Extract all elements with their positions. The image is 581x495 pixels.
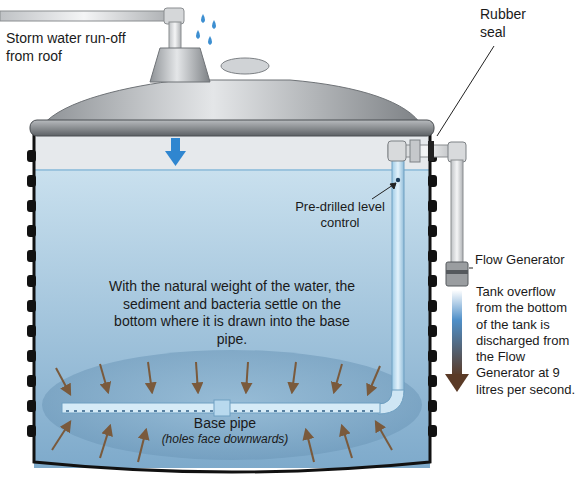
inflow-label: Storm water run-off from roof	[6, 30, 156, 65]
tank-rim	[30, 120, 434, 136]
pipe-elbow	[388, 141, 406, 161]
discharge-arrow	[445, 374, 469, 392]
pipe-coupling	[214, 400, 230, 416]
tank-ribs	[27, 150, 437, 437]
generator-label: Flow Generator	[475, 252, 565, 268]
outside-pipe	[451, 160, 463, 264]
flow-generator	[446, 270, 468, 274]
sediment-arrows	[52, 362, 392, 462]
tank-lid	[42, 80, 422, 126]
sediment-note: With the natural weight of the water, th…	[100, 278, 364, 348]
part-note: (holes face downwards)	[130, 432, 320, 447]
inflow-arrow	[171, 138, 180, 152]
level-label: Pre-drilled level control	[292, 199, 388, 232]
pipe-elbow	[448, 142, 466, 162]
water-surface	[34, 169, 430, 171]
roof-pipe	[169, 22, 181, 50]
discharge-arrow	[452, 290, 462, 376]
tank-interior	[34, 132, 430, 468]
part-name: Base pipe	[150, 415, 300, 433]
pipe-tee	[410, 140, 420, 162]
rubber-seal	[428, 141, 434, 161]
tank-wall	[34, 132, 430, 472]
level-hole	[396, 178, 400, 182]
pipe-elbow	[378, 390, 404, 414]
leader-lines	[372, 46, 494, 268]
water	[34, 170, 430, 468]
lid-cap	[221, 58, 269, 74]
rain-drops	[196, 14, 216, 45]
seal-label: Rubber seal	[480, 6, 550, 41]
sediment-floor	[42, 350, 422, 460]
overflow-note: Tank overflow from the bottom of the tan…	[476, 284, 576, 398]
inlet-box	[150, 48, 210, 82]
roof-pipe	[0, 11, 168, 21]
inflow-arrow	[165, 151, 186, 166]
flow-generator	[446, 262, 468, 286]
